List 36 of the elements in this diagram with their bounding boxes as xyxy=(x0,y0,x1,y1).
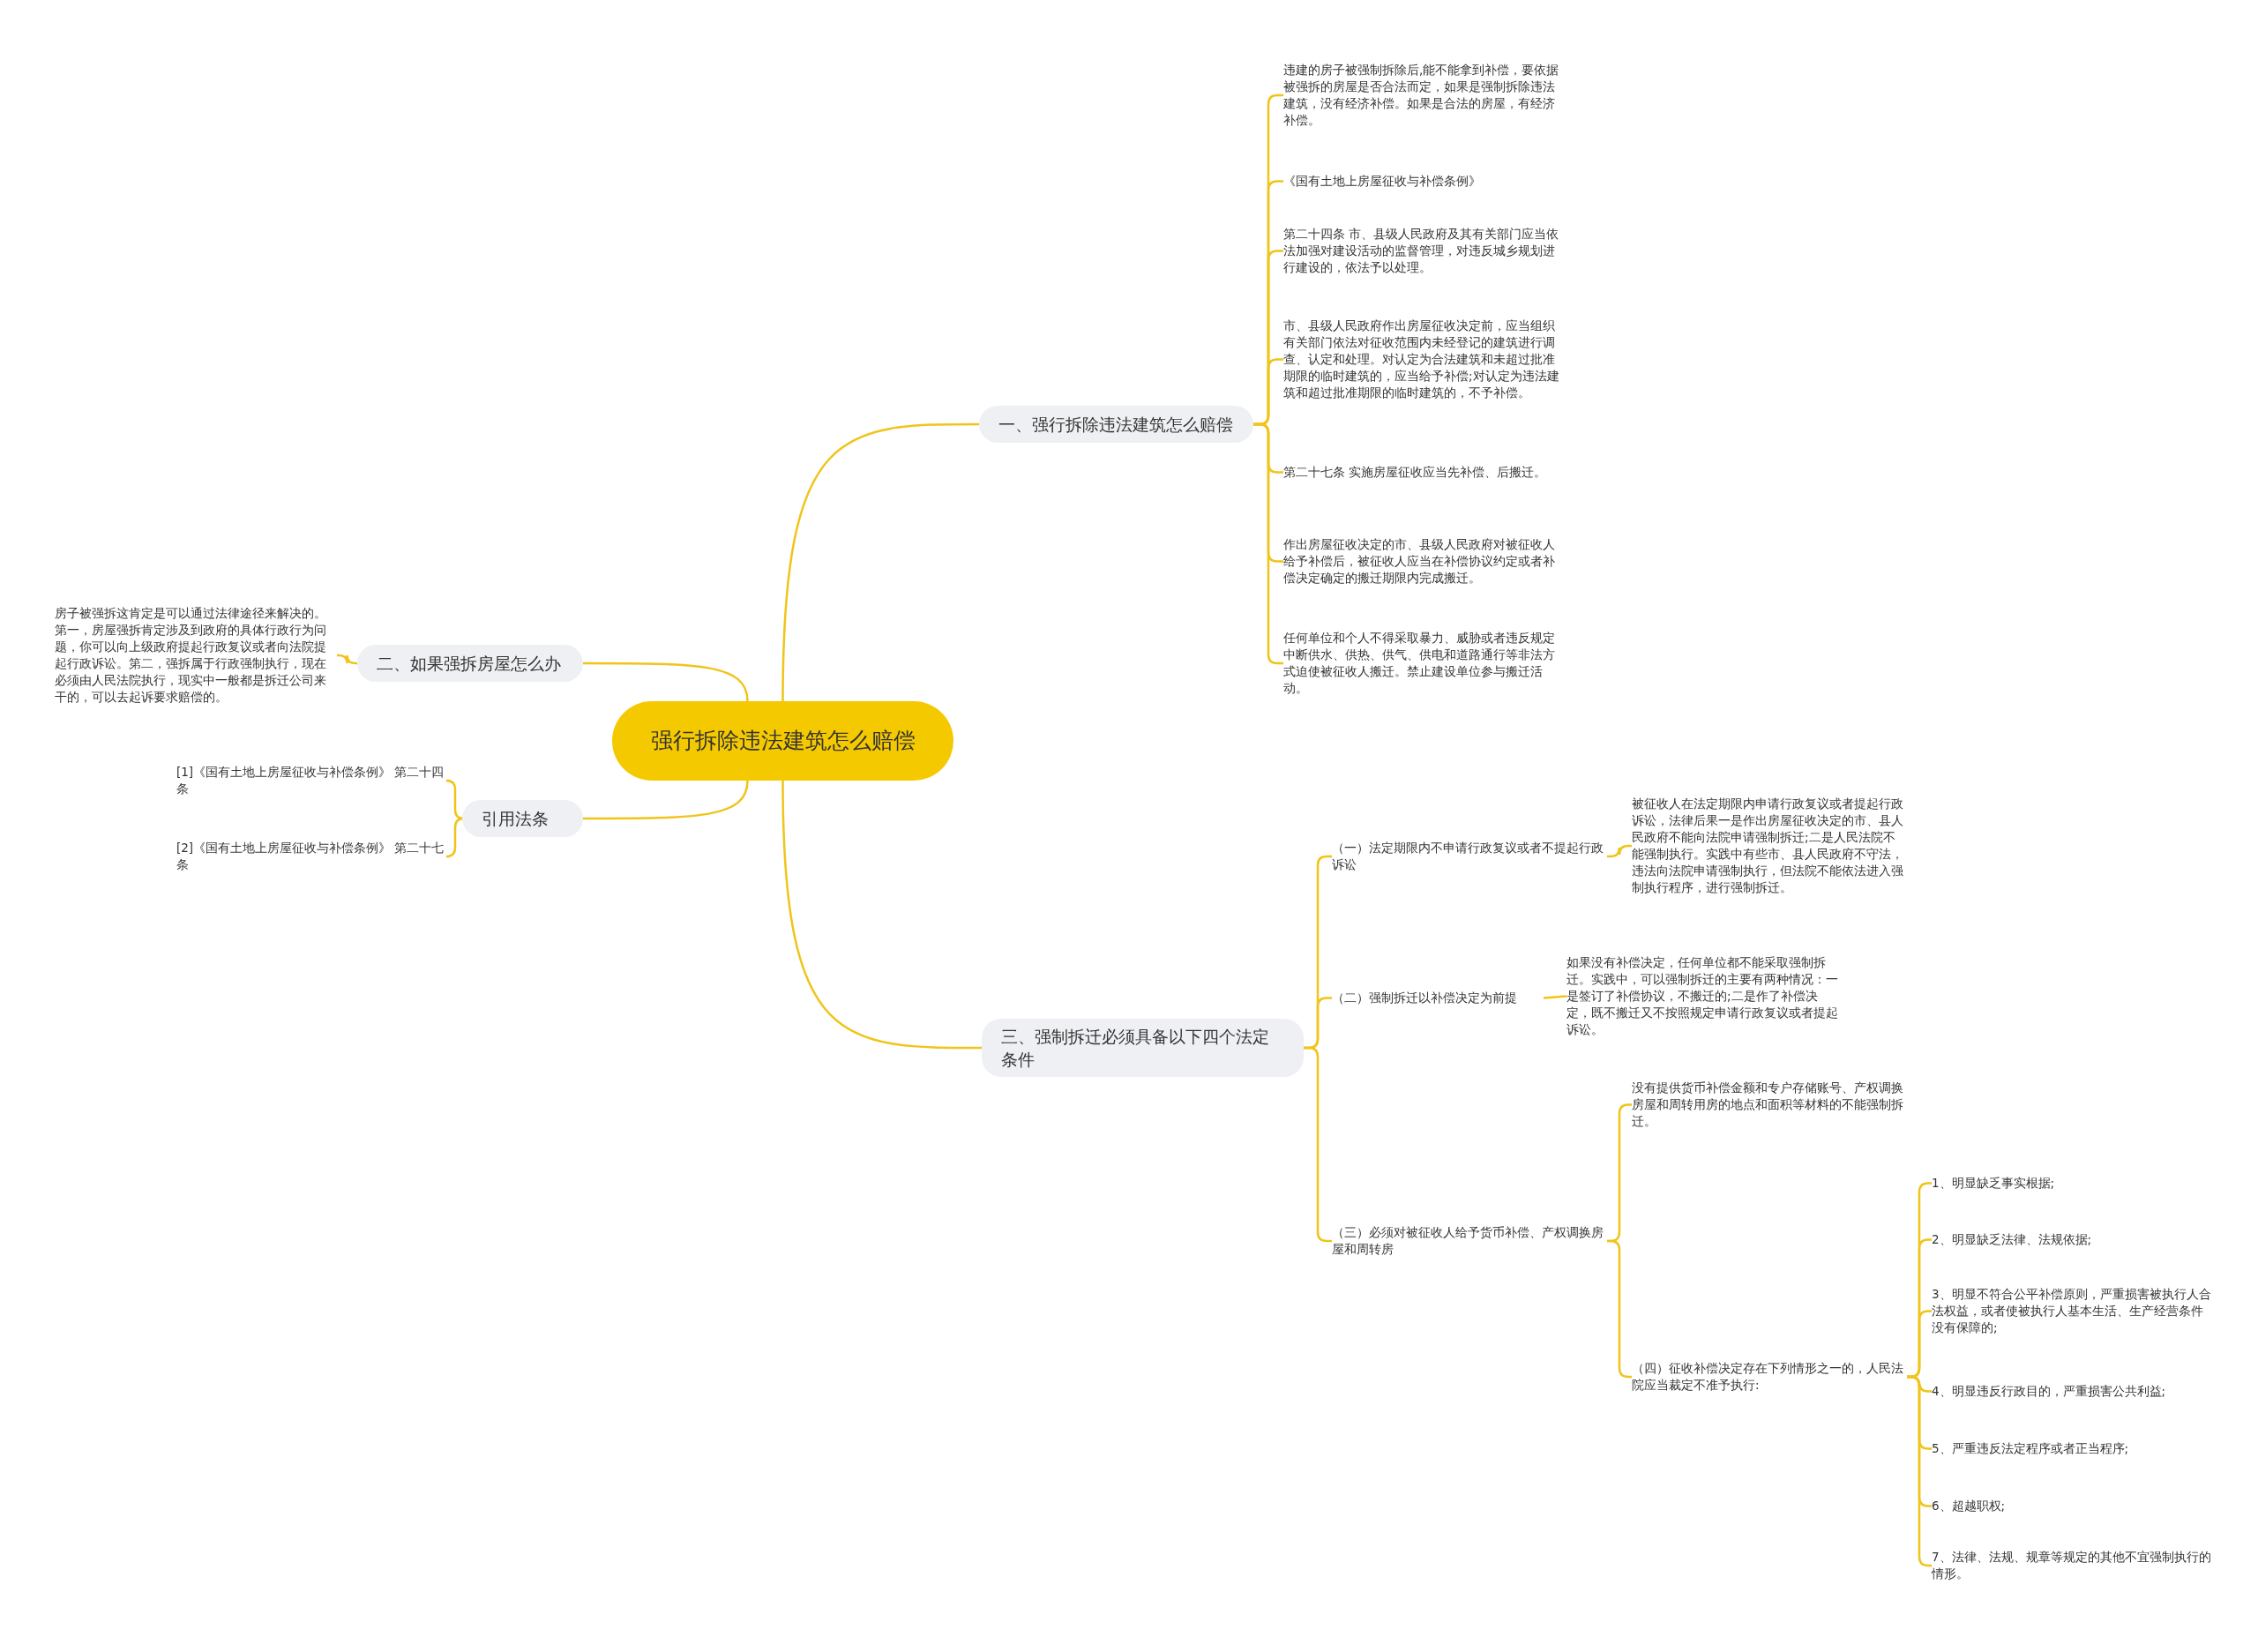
note-text: 没有提供货币补偿金额和专户存储账号、产权调换房屋和周转用房的地点和面积等材料的不能强制拆迁。 xyxy=(1632,1078,1907,1132)
note-text: [1]《国有土地上房屋征收与补偿条例》 第二十四条 xyxy=(176,762,450,799)
connector-line xyxy=(781,780,982,1050)
connector-line xyxy=(781,422,979,702)
note-text: [2]《国有土地上房屋征收与补偿条例》 第二十七条 xyxy=(176,838,450,875)
connector-line xyxy=(1607,844,1632,858)
note-text: 被征收人在法定期限内申请行政复议或者提起行政诉讼，法律后果一是作出房屋征收决定的市、县人民政府不能向法院申请强制拆迁;二是人民法院不能强制执行。实践中有些市、县人民政府不守法，违法向法院申请强制执行，但法院不能依法进入强制执行程序，进行强制拆迁。 xyxy=(1632,794,1907,898)
note-text: 第二十七条 实施房屋征收应当先补偿、后搬迁。 xyxy=(1283,462,1566,482)
note-text: （三）必须对被征收人给予货币补偿、产权调换房屋和周转房 xyxy=(1332,1222,1607,1260)
branch-topic: 二、如果强拆房屋怎么办 xyxy=(357,645,583,682)
note-text: 6、超越职权; xyxy=(1932,1496,2214,1516)
branch-topic: 三、强制拆迁必须具备以下四个法定条件 xyxy=(982,1019,1304,1077)
note-text: 《国有土地上房屋征收与补偿条例》 xyxy=(1283,171,1566,191)
connector-line xyxy=(583,780,749,820)
branch-topic: 一、强行拆除违法建筑怎么赔偿 xyxy=(979,406,1253,443)
connector-line xyxy=(583,662,749,702)
note-text: 2、明显缺乏法律、法规依据; xyxy=(1932,1230,2214,1250)
note-text: 房子被强拆这肯定是可以通过法律途径来解决的。第一，房屋强拆肯定涉及到政府的具体行政行为问题，你可以向上级政府提起行政复议或者向法院提起行政诉讼。第二，强拆属于行政强制执行，现在必须由人民法院执行，现实中一般都是拆迁公司来干的，可以去起诉要求赔偿的。 xyxy=(55,603,337,707)
note-text: 违建的房子被强制拆除后,能不能拿到补偿，要依据被强拆的房屋是否合法而定，如果是强制拆除违法建筑，没有经济补偿。如果是合法的房屋，有经济补偿。 xyxy=(1283,60,1566,131)
note-text: 1、明显缺乏事实根据; xyxy=(1932,1173,2214,1193)
note-text: （一）法定期限内不申请行政复议或者不提起行政诉讼 xyxy=(1332,838,1607,875)
note-text: 市、县级人民政府作出房屋征收决定前，应当组织有关部门依法对征收范围内未经登记的建筑进行调查、认定和处理。对认定为合法建筑和未超过批准期限的临时建筑的，应当给予补偿;对认定为违法建筑和超过批准期限的临时建筑的，不予补偿。 xyxy=(1283,316,1566,403)
branch-topic: 引用法条 xyxy=(462,800,583,837)
note-text: 第二十四条 市、县级人民政府及其有关部门应当依法加强对建设活动的监督管理，对违反城乡规划进行建设的，依法予以处理。 xyxy=(1283,224,1566,278)
connector-line xyxy=(337,654,357,665)
connector-line xyxy=(1543,995,1567,999)
note-text: 如果没有补偿决定，任何单位都不能采取强制拆迁。实践中，可以强制拆迁的主要有两种情况：一是签订了补偿协议，不搬迁的;二是作了补偿决定，既不搬迁又不按照规定申请行政复议或者提起诉讼。 xyxy=(1566,953,1842,1040)
note-text: （二）强制拆迁以补偿决定为前提 xyxy=(1332,988,1544,1008)
note-text: 作出房屋征收决定的市、县级人民政府对被征收人给予补偿后，被征收人应当在补偿协议约定或者补偿决定确定的搬迁期限内完成搬迁。 xyxy=(1283,534,1566,588)
note-text: 任何单位和个人不得采取暴力、威胁或者违反规定中断供水、供热、供气、供电和道路通行等非法方式迫使被征收人搬迁。禁止建设单位参与搬迁活动。 xyxy=(1283,628,1566,699)
note-text: （四）征收补偿决定存在下列情形之一的，人民法院应当裁定不准予执行: xyxy=(1632,1358,1907,1395)
central-topic: 强行拆除违法建筑怎么赔偿 xyxy=(612,701,953,781)
note-text: 5、严重违反法定程序或者正当程序; xyxy=(1932,1439,2214,1459)
note-text: 7、法律、法规、规章等规定的其他不宜强制执行的情形。 xyxy=(1932,1547,2214,1584)
note-text: 3、明显不符合公平补偿原则，严重损害被执行人合法权益，或者使被执行人基本生活、生产经营条件没有保障的; xyxy=(1932,1284,2214,1338)
note-text: 4、明显违反行政目的，严重损害公共利益; xyxy=(1932,1381,2214,1402)
